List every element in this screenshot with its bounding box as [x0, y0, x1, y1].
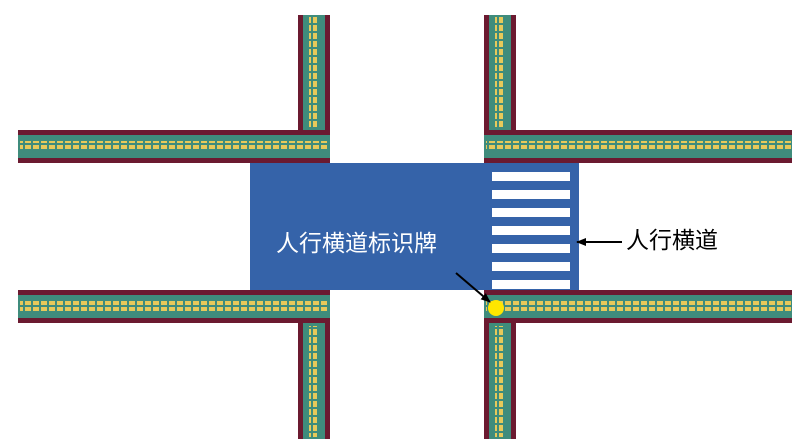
crosswalk-stripe [492, 280, 570, 289]
sidewalk-upper-right [484, 130, 792, 163]
sign-pointer-arrow [455, 272, 491, 303]
sidewalk-bottom-left [298, 322, 330, 439]
crosswalk-stripe [492, 226, 570, 235]
sign-label: 人行横道标识牌 [276, 231, 437, 257]
sidewalk-lower-right [484, 290, 792, 323]
crosswalk-stripe [492, 244, 570, 253]
crosswalk-label: 人行横道 [626, 228, 718, 254]
sidewalk-top-left [298, 15, 330, 134]
crosswalk-stripe [492, 208, 570, 217]
sidewalk-lower-left [18, 290, 330, 323]
crosswalk-stripe [492, 172, 570, 181]
crosswalk-stripe [492, 190, 570, 199]
sidewalk-upper-left [18, 130, 330, 163]
sidewalk-bottom-right [484, 322, 516, 439]
crosswalk [492, 172, 570, 289]
sign-marker-icon [488, 300, 504, 316]
sidewalk-top-right [484, 15, 516, 134]
crosswalk-stripe [492, 262, 570, 271]
